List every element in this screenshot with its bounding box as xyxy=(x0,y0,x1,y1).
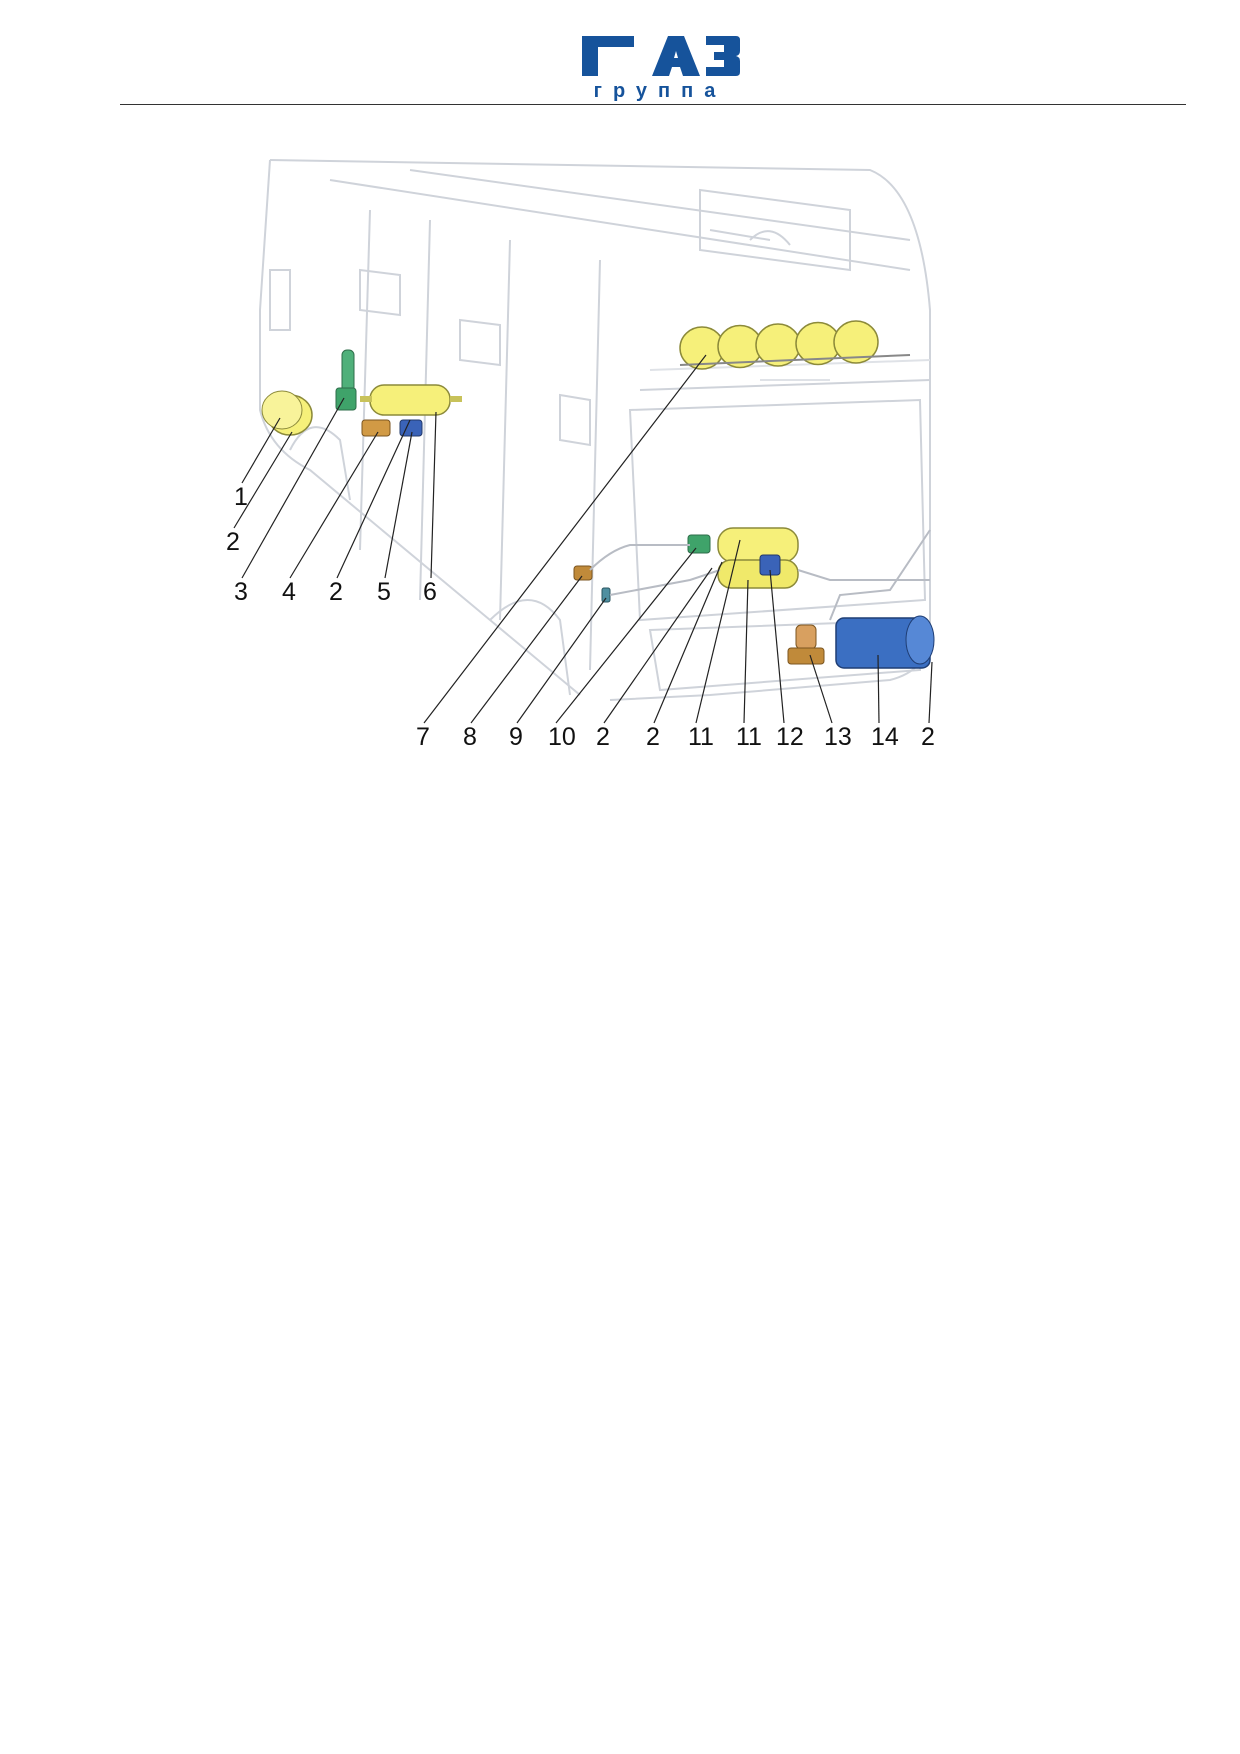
air-lines xyxy=(589,529,931,621)
callout-number: 8 xyxy=(463,723,477,751)
logo-subtitle: группа xyxy=(593,80,727,102)
front-green-valve xyxy=(687,534,711,554)
callout-number: 10 xyxy=(548,723,576,751)
callout-number: 2 xyxy=(921,723,935,751)
callout-leader xyxy=(769,569,785,724)
callout-number: 4 xyxy=(282,578,296,606)
callout-leader xyxy=(233,431,293,529)
gaz-group-logo: группа xyxy=(578,34,742,104)
bronze-valve xyxy=(361,419,391,437)
left-air-tank xyxy=(261,390,313,436)
callout-leader xyxy=(336,419,411,579)
callout-number: 7 xyxy=(416,723,430,751)
callout-number: 9 xyxy=(509,723,523,751)
front-air-tanks xyxy=(717,527,799,589)
callout-number: 2 xyxy=(226,528,240,556)
callout-leader xyxy=(423,354,707,724)
compressor xyxy=(835,615,935,669)
green-valve-unit xyxy=(335,349,357,411)
gaz-logo-mark xyxy=(582,36,740,76)
callout-leader xyxy=(470,575,583,724)
callout-number: 2 xyxy=(329,578,343,606)
callout-leader xyxy=(516,597,607,724)
roof-air-tanks xyxy=(679,320,911,370)
callout-number: 2 xyxy=(596,723,610,751)
callout-number: 1 xyxy=(234,483,248,511)
callout-leader xyxy=(877,654,880,724)
callout-number: 3 xyxy=(234,578,248,606)
roof-tank xyxy=(833,320,879,364)
callout-leader xyxy=(743,579,749,724)
callout-leader xyxy=(241,417,281,484)
callout-leader xyxy=(430,411,437,579)
middle-air-tank xyxy=(360,384,462,416)
callout-number: 13 xyxy=(824,723,852,751)
callout-number: 2 xyxy=(646,723,660,751)
callout-number: 12 xyxy=(776,723,804,751)
callout-number: 11 xyxy=(688,723,714,751)
callout-leader xyxy=(289,431,379,579)
callout-leader xyxy=(653,561,723,724)
header-divider xyxy=(120,104,1186,105)
small-bronze-valves xyxy=(573,565,611,603)
callout-leader xyxy=(384,431,413,579)
callout-leader xyxy=(241,397,345,579)
callout-number: 6 xyxy=(423,578,437,606)
callout-leader xyxy=(809,654,833,724)
air-dryer xyxy=(787,624,825,665)
callout-leader xyxy=(555,547,697,724)
callout-number: 5 xyxy=(377,578,391,606)
callout-leader xyxy=(603,567,713,724)
callout-leader xyxy=(928,661,933,724)
callout-number: 11 xyxy=(736,723,762,751)
callout-leader xyxy=(695,539,741,724)
callout-number: 14 xyxy=(871,723,899,751)
page-header: группа xyxy=(0,0,1240,110)
